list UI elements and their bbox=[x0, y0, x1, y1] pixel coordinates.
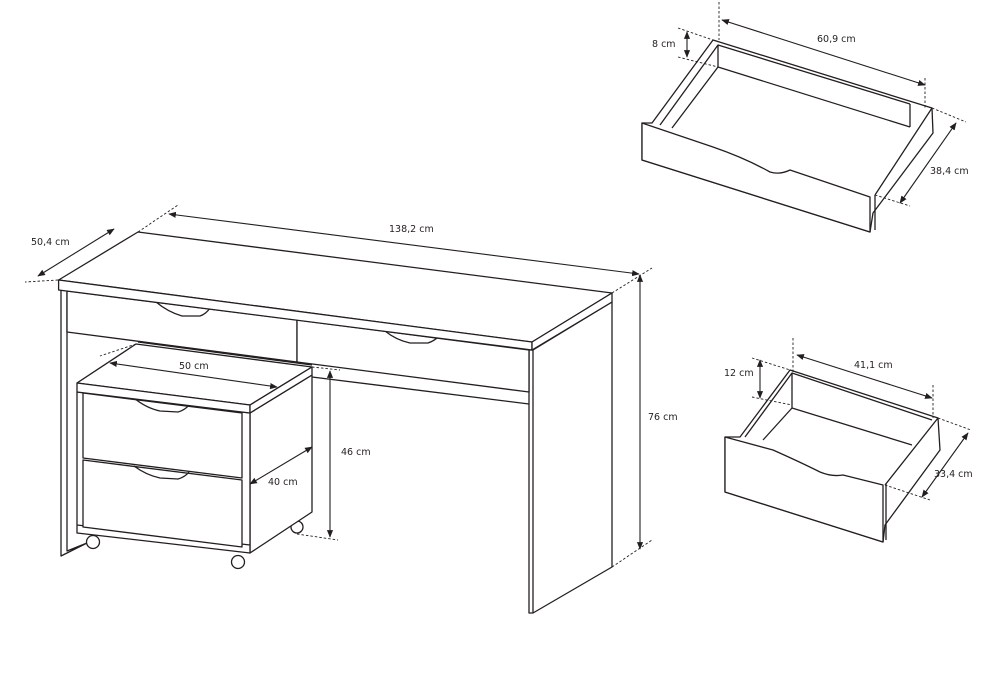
cabinet-width-label: 50 cm bbox=[179, 361, 209, 372]
cabinet-drawer-handle-icon bbox=[133, 465, 190, 480]
desk-depth-label: 50,4 cm bbox=[31, 237, 70, 248]
desk-drawer-handle-icon bbox=[384, 330, 439, 344]
cabinet-drawer-upper bbox=[82, 392, 243, 479]
desk-drawer-width-label: 60,9 cm bbox=[817, 34, 856, 45]
drawer-front bbox=[641, 122, 871, 233]
cabinet-drawer-width-label: 41,1 cm bbox=[854, 360, 893, 371]
desk-height-label: 76 cm bbox=[648, 412, 678, 423]
cabinet-depth-label: 40 cm bbox=[268, 477, 298, 488]
desk-width-label: 138,2 cm bbox=[389, 224, 434, 235]
desk-dimensions: 138,2 cm 50,4 cm 76 cm 46 cm 50 cm 40 cm bbox=[24, 204, 678, 568]
cabinet-drawer-detail: 12 cm 41,1 cm 33,4 cm bbox=[724, 338, 973, 543]
cabinet-drawer-height-label: 12 cm bbox=[724, 368, 754, 379]
cabinet-drawer-lower bbox=[82, 459, 243, 548]
desk bbox=[57, 231, 613, 614]
caster-wheel-icon bbox=[230, 554, 246, 570]
desk-back-rail bbox=[137, 341, 530, 405]
desk-right-leg bbox=[528, 301, 613, 614]
desk-drawer-depth-label: 38,4 cm bbox=[930, 166, 969, 177]
desk-drawer-detail: 8 cm 60,9 cm 38,4 cm bbox=[641, 2, 969, 233]
drawer-front bbox=[724, 436, 884, 543]
cabinet-drawer-handle-icon bbox=[133, 397, 190, 413]
cabinet-height-label: 46 cm bbox=[341, 447, 371, 458]
desk-drawer-height-label: 8 cm bbox=[652, 39, 676, 50]
caster-wheel-icon bbox=[85, 534, 101, 550]
mobile-cabinet bbox=[76, 343, 313, 570]
desk-drawer-handle-icon bbox=[155, 301, 211, 317]
cabinet-drawer-depth-label: 33,4 cm bbox=[934, 469, 973, 480]
